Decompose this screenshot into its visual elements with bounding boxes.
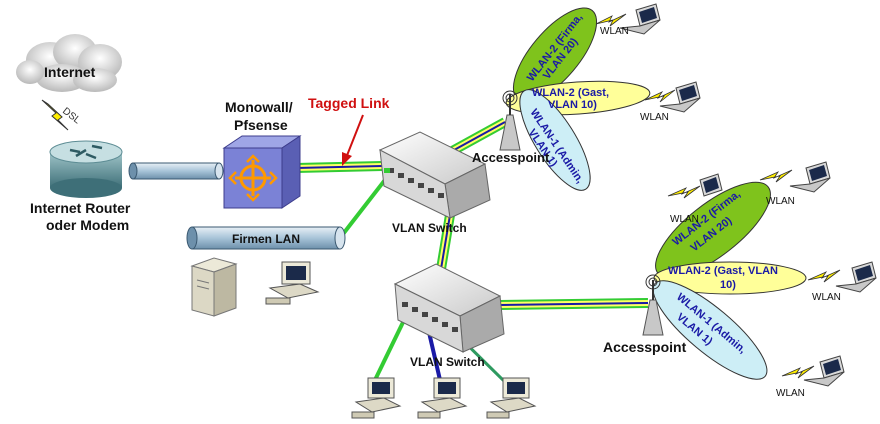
wlan-label-b3: WLAN [812, 292, 841, 303]
accesspoint-bottom-icon [642, 274, 664, 336]
pc-cable-1 [373, 311, 410, 381]
laptop-icon-b3 [835, 261, 877, 293]
firewall-label-line2: Pfsense [234, 117, 288, 133]
router-firewall-pipe [128, 162, 224, 180]
wlan-label-b4: WLAN [776, 388, 805, 399]
wlan-lightning-icon-t1 [595, 13, 627, 27]
ap-bottom-beam-admin [652, 280, 768, 380]
vlan-switch-bottom-label: VLAN Switch [410, 355, 485, 369]
wlan-label-t1: WLAN [600, 26, 629, 37]
router-label-line1: Internet Router [30, 200, 131, 216]
dsl-label: DSL [60, 106, 82, 127]
vlan-switch-top [378, 131, 491, 219]
wlan-label-t2: WLAN [640, 112, 669, 123]
server-icon [190, 257, 238, 317]
ap-top-gast-line2: VLAN 10) [548, 99, 597, 111]
ap-bottom-gast-line1: WLAN-2 (Gast, VLAN [668, 265, 778, 277]
internet-cloud [16, 34, 122, 92]
laptop-icon-b2 [789, 161, 831, 193]
wlan-lightning-icon-t2 [644, 89, 676, 103]
workstation-icon-3 [486, 377, 537, 419]
laptop-icon-b4 [803, 355, 845, 387]
firmen-lan-pipe [186, 226, 346, 250]
tagged-link-arrow-icon [342, 114, 364, 166]
trunk-cable-firewall-switch [295, 161, 385, 173]
accesspoint-top-icon [499, 90, 521, 151]
accesspoint-bottom-label: Accesspoint [603, 339, 687, 355]
firewall-icon [222, 135, 302, 209]
internet-label: Internet [44, 64, 96, 80]
wlan-lightning-icon-b4 [781, 365, 815, 379]
accesspoint-top-label: Accesspoint [472, 150, 550, 165]
laptop-icon-t2 [659, 81, 701, 113]
workstation-icon-lan [265, 261, 320, 305]
wlan-label-b1: WLAN [670, 214, 699, 225]
router-label-line2: oder Modem [46, 217, 129, 233]
vlan-switch-bottom [393, 263, 505, 353]
tagged-link-label: Tagged Link [308, 95, 390, 111]
laptop-icon-t1 [619, 3, 661, 35]
vlan-switch-top-label: VLAN Switch [392, 221, 467, 235]
workstation-icon-1 [351, 377, 402, 419]
router-icon [49, 140, 123, 198]
wlan-lightning-icon-b3 [807, 269, 841, 283]
wlan-lightning-icon-b2 [759, 169, 793, 183]
ap-bottom-gast-line2: 10) [720, 279, 736, 291]
workstation-icon-2 [417, 377, 468, 419]
trunk-cable-switch-accesspoint-bottom [499, 298, 649, 310]
firewall-label-line1: Monowall/ [225, 99, 293, 115]
firmen-lan-label: Firmen LAN [232, 232, 300, 246]
lan-cable-firmen-lan [338, 174, 390, 240]
ap-top-gast-line1: WLAN-2 (Gast, [532, 87, 609, 99]
dsl-lightning-icon [41, 99, 69, 131]
wlan-lightning-icon-b1 [667, 185, 701, 199]
laptop-icon-b1 [699, 173, 723, 197]
wlan-label-b2: WLAN [766, 196, 795, 207]
trunk-cable-switch-switch [435, 214, 455, 276]
ap-top-beam-admin [519, 89, 591, 191]
